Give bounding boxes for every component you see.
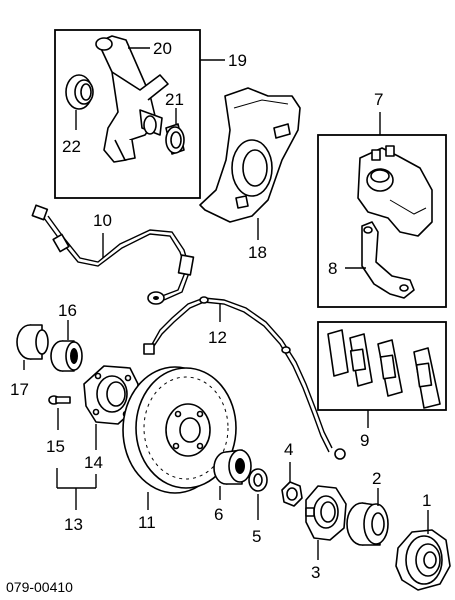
brake-pads-group: 9: [317, 321, 447, 450]
callout-8: 8: [328, 259, 337, 278]
caliper-group-frame: [317, 134, 447, 308]
callout-5: 5: [252, 527, 261, 546]
hub-cap-part: 1: [395, 491, 451, 591]
diagram-code: 079-00410: [6, 579, 73, 595]
callout-21: 21: [165, 90, 184, 109]
callout-11: 11: [138, 513, 156, 532]
hub-bearing-part: 6: [213, 449, 252, 524]
brake-disc-part: 11: [122, 366, 237, 532]
wheel-bearing-part: 16: [50, 301, 83, 372]
hub-ring-part: 2: [346, 469, 389, 546]
callout-12: 12: [208, 328, 227, 347]
callout-13-bracket: 13: [56, 468, 97, 534]
callout-20: 20: [153, 39, 172, 58]
knuckle-bearing-part: [165, 123, 185, 155]
callout-3: 3: [311, 563, 320, 582]
callout-9: 9: [360, 431, 369, 450]
callout-1: 1: [422, 491, 431, 510]
callout-22: 22: [62, 137, 81, 156]
washer-part: 5: [248, 468, 268, 546]
lock-nut-part: 4: [281, 440, 303, 507]
caliper-group: 7 8: [317, 90, 447, 308]
brake-pads-group-frame: [317, 321, 447, 411]
callout-19: 19: [228, 51, 247, 70]
callout-18: 18: [248, 243, 267, 262]
dust-shield-part: 18: [199, 87, 301, 262]
callout-17: 17: [10, 380, 29, 399]
callout-6: 6: [214, 505, 223, 524]
callout-10: 10: [93, 211, 112, 230]
hub-bolt-part: 15: [46, 395, 71, 456]
outer-seal-part: 17: [10, 324, 49, 399]
callout-13: 13: [64, 515, 83, 534]
steering-knuckle-part: [95, 35, 169, 163]
brake-hose-part: 10: [31, 204, 195, 305]
seal-part: [65, 74, 94, 110]
callout-4: 4: [284, 440, 293, 459]
brake-caliper-part: [357, 145, 433, 237]
callout-14: 14: [84, 453, 103, 472]
callout-2: 2: [372, 469, 381, 488]
hub-lock-body-part: 3: [305, 485, 347, 582]
callout-16: 16: [58, 301, 77, 320]
wheel-hub-part: 14: [83, 365, 139, 472]
knuckle-group-frame: [54, 29, 201, 199]
knuckle-group: 20 21 22 19: [54, 29, 247, 199]
brake-pad-part: [327, 329, 441, 409]
abs-sensor-wire-part: 12: [143, 296, 346, 460]
callout-7: 7: [374, 90, 383, 109]
callout-15: 15: [46, 437, 65, 456]
caliper-bracket-part: [361, 221, 415, 299]
